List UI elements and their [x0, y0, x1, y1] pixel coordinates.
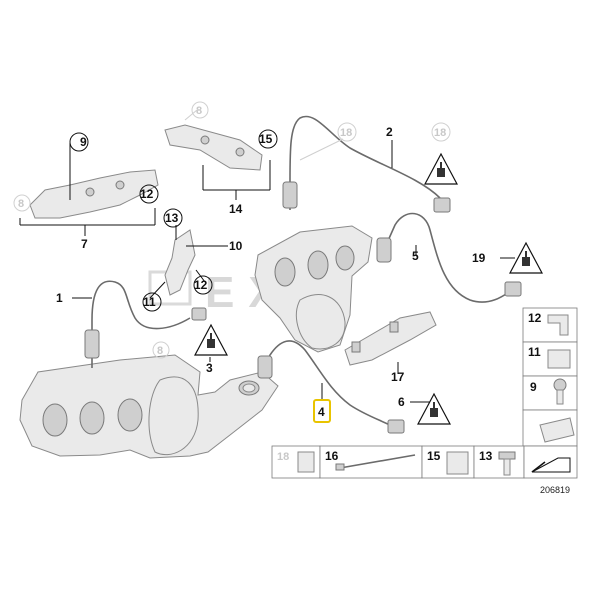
manifold-catalyst-upper	[254, 225, 373, 353]
warning-icon	[417, 392, 451, 425]
legend-right: 12 11 9	[522, 307, 578, 447]
leader-lines	[19, 109, 515, 403]
bracket-14	[164, 124, 263, 171]
highlight-box	[313, 399, 331, 423]
callout-12-left[interactable]: 12	[140, 187, 154, 201]
callout-11[interactable]: 11	[143, 295, 156, 309]
callout-7[interactable]: 7	[81, 237, 88, 251]
legend-18[interactable]: 18	[277, 451, 289, 463]
legend-16[interactable]: 16	[325, 449, 339, 463]
heat-shield-bracket-7	[29, 169, 159, 219]
callout-1[interactable]: 1	[56, 291, 63, 305]
manifold-catalyst-lower	[19, 354, 279, 459]
callout-8-bottom: 8	[157, 345, 163, 357]
legend-11[interactable]: 11	[528, 345, 541, 359]
sensor-cables	[84, 115, 522, 434]
callout-8-top: 8	[196, 105, 202, 117]
legend-12[interactable]: 12	[528, 311, 542, 325]
legend-bottom: 18 16 15 13	[271, 445, 578, 479]
arrow-line	[531, 461, 546, 473]
callouts: 1 2 3 4 5 6 7 9 10 11 12 12 13 14 15 17 …	[13, 101, 486, 423]
arrow-icon	[531, 457, 571, 473]
legend-9[interactable]: 9	[530, 380, 537, 394]
warning-icon	[194, 323, 228, 356]
callout-19[interactable]: 19	[472, 251, 486, 265]
callout-5[interactable]: 5	[412, 249, 419, 263]
callout-12-mid[interactable]: 12	[194, 278, 208, 292]
legend-15[interactable]: 15	[427, 449, 441, 463]
callout-4[interactable]: 4	[318, 405, 325, 419]
bracket-17	[344, 311, 437, 366]
callout-13[interactable]: 13	[165, 211, 179, 225]
warning-icon	[509, 241, 543, 274]
callout-9[interactable]: 9	[80, 135, 87, 149]
callout-17[interactable]: 17	[391, 370, 405, 384]
callout-2[interactable]: 2	[386, 125, 393, 139]
callout-8-left: 8	[18, 198, 24, 210]
callout-3[interactable]: 3	[206, 361, 213, 375]
callout-18-b: 18	[434, 127, 446, 139]
legend-13[interactable]: 13	[479, 449, 493, 463]
warning-icons	[194, 152, 543, 425]
callout-10[interactable]: 10	[229, 239, 243, 253]
warning-icon	[424, 152, 458, 185]
callout-18-a: 18	[340, 127, 352, 139]
diagram-id: 206819	[540, 485, 570, 495]
callout-6[interactable]: 6	[398, 395, 405, 409]
callout-15[interactable]: 15	[259, 132, 273, 146]
callout-14[interactable]: 14	[229, 202, 243, 216]
